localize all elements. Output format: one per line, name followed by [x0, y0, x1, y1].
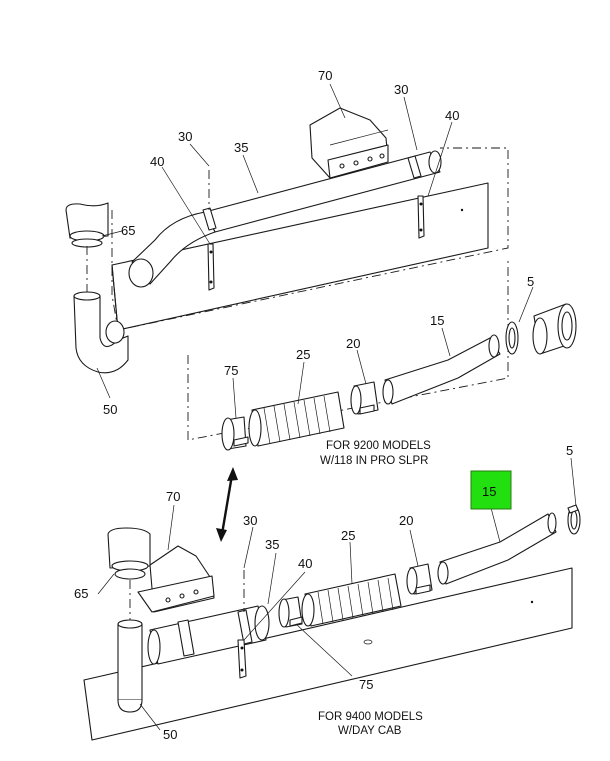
bottom-leader-lines	[97, 457, 577, 731]
highlight-box[interactable]	[470, 470, 512, 510]
callout-70-top: 70	[318, 68, 332, 83]
top-callouts: 70 30 40 30 35 40 65 5 15 20 25 75 50 FO…	[103, 68, 534, 467]
callout-25-bottom: 25	[341, 528, 355, 543]
bottom-horizontal-pipe	[147, 605, 270, 665]
callout-20-top: 20	[346, 336, 360, 351]
bottom-flex-pipe	[301, 573, 402, 627]
top-horizontal-pipe	[128, 150, 442, 288]
callout-65-top: 65	[121, 223, 135, 238]
top-frame-rail	[111, 182, 489, 331]
bottom-assembly	[83, 457, 581, 741]
bottom-elbow-stack	[117, 619, 143, 713]
highlighted-callout-15[interactable]: 15	[470, 470, 512, 510]
top-clamp-75	[221, 416, 249, 451]
top-leader-lines	[86, 83, 534, 419]
callout-5-bottom: 5	[566, 443, 573, 458]
top-assembly-outline	[111, 147, 509, 331]
top-exploded-outline	[187, 260, 509, 441]
callout-15-highlighted[interactable]: 15	[482, 484, 496, 499]
callout-50-top: 50	[103, 402, 117, 417]
top-flex-pipe	[248, 391, 345, 447]
callout-40-top-left: 40	[150, 154, 164, 169]
top-brackets	[207, 195, 425, 291]
callout-30-top-right: 30	[394, 82, 408, 97]
bottom-rain-cap	[107, 527, 151, 580]
callout-35-top: 35	[234, 140, 248, 155]
callout-75-bottom: 75	[359, 677, 373, 692]
bottom-tail-pipe	[437, 512, 557, 585]
callout-25-top: 25	[296, 347, 310, 362]
assembly-link-arrow	[216, 467, 238, 542]
callout-50-bottom: 50	[163, 727, 177, 742]
callout-65-bottom: 65	[74, 586, 88, 601]
bottom-clamp-20	[406, 563, 433, 595]
top-elbow-stack	[73, 291, 129, 374]
bottom-bracket	[237, 639, 247, 679]
callout-35-bottom: 35	[265, 537, 279, 552]
bottom-frame-rail	[83, 567, 573, 741]
top-model-note-line1: FOR 9200 MODELS	[326, 440, 431, 452]
callout-40-bottom: 40	[298, 556, 312, 571]
bottom-heat-shield	[137, 545, 215, 613]
bottom-ring-5	[567, 504, 581, 535]
top-clamps	[202, 155, 422, 231]
callout-5-top: 5	[527, 274, 534, 289]
bottom-callouts: 5 70 30 20 25 35 40 65 75 FOR 9400 MODEL…	[74, 443, 573, 742]
callout-15-top: 15	[430, 313, 444, 328]
top-flange-5	[505, 303, 577, 355]
callout-20-bottom: 20	[399, 513, 413, 528]
callout-70-bottom: 70	[166, 489, 180, 504]
top-assembly	[65, 83, 577, 451]
top-model-note-line2: W/118 IN PRO SLPR	[320, 455, 428, 467]
bottom-model-note-line1: FOR 9400 MODELS	[318, 711, 423, 723]
top-rain-cap	[65, 202, 109, 248]
callout-75-top: 75	[224, 363, 238, 378]
top-clamp-20	[350, 381, 379, 415]
callout-30-top-left: 30	[178, 129, 192, 144]
bottom-clamp-75	[278, 596, 303, 628]
bottom-model-note-line2: W/DAY CAB	[338, 725, 402, 737]
top-heat-shield	[309, 107, 389, 179]
callout-40-top-right: 40	[445, 108, 459, 123]
callout-30-bottom: 30	[243, 513, 257, 528]
top-tail-pipe	[382, 334, 501, 405]
